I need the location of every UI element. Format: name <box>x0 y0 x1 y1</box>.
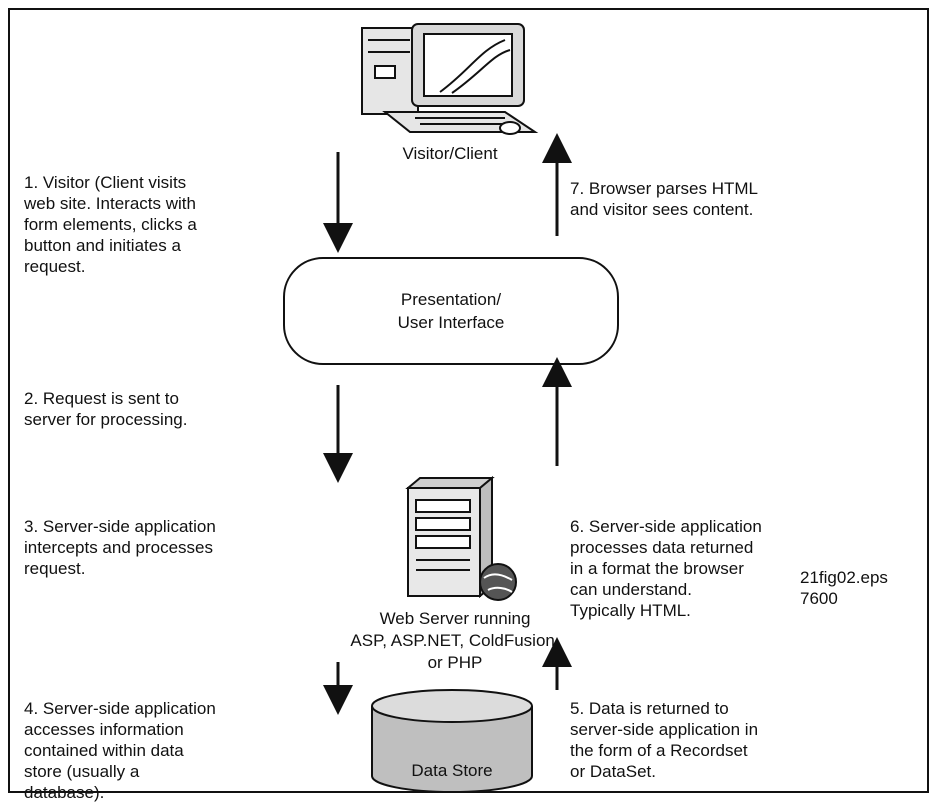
step-5-text: 5. Data is returned to server-side appli… <box>570 699 759 781</box>
server-tower-icon <box>405 475 517 601</box>
step-3-text: 3. Server-side application intercepts an… <box>24 517 216 578</box>
step-1-text: 1. Visitor (Client visits web site. Inte… <box>24 173 197 276</box>
data-store-label: Data Store <box>411 761 493 780</box>
step-4-text: 4. Server-side application accesses info… <box>24 699 216 802</box>
client-label: Visitor/Client <box>402 144 498 163</box>
step-6-text: 6. Server-side application processes dat… <box>570 517 762 620</box>
desktop-computer-icon <box>361 23 539 135</box>
presentation-ui-box: Presentation/ User Interface <box>283 257 619 365</box>
step-7-text: 7. Browser parses HTML and visitor sees … <box>570 179 758 219</box>
web-server-label: Web Server running ASP, ASP.NET, ColdFus… <box>350 609 560 672</box>
database-cylinder-icon <box>371 689 533 793</box>
figure-note: 21fig02.eps 7600 <box>800 568 888 608</box>
step-2-text: 2. Request is sent to server for process… <box>24 389 188 429</box>
